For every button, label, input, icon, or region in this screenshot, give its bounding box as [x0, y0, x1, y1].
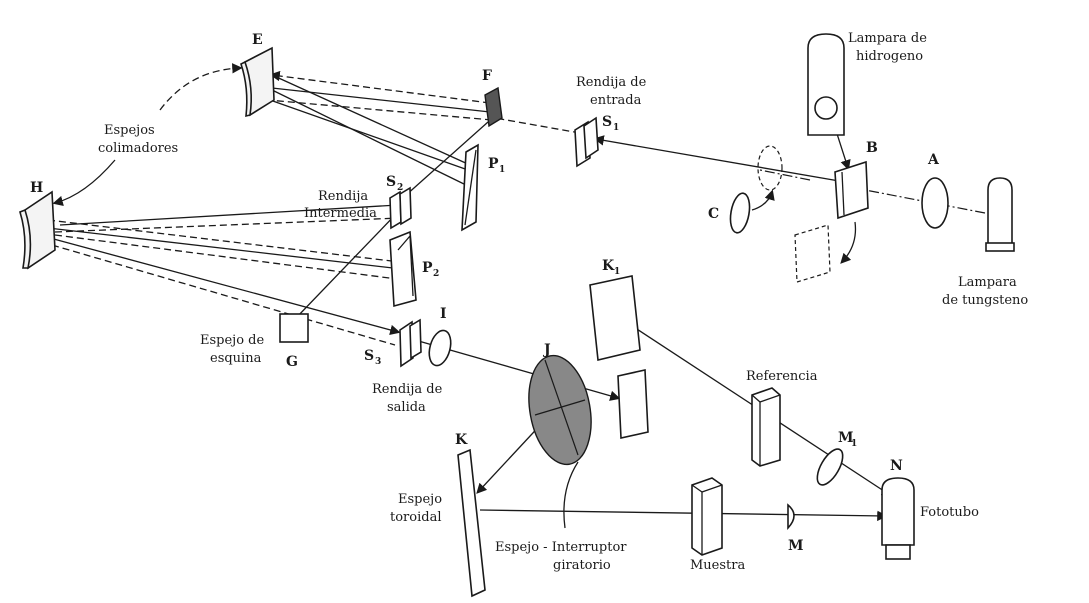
lens-a — [922, 178, 948, 228]
ray-s1-to-f — [495, 118, 580, 133]
reference-cell — [752, 388, 780, 466]
ray-h-to-p2-2 — [48, 228, 410, 270]
slit-s3 — [400, 320, 421, 366]
slit-s2 — [390, 188, 411, 228]
label-collimators-1: Espejos — [104, 123, 155, 138]
letter-s3-sub: 3 — [375, 357, 381, 367]
label-toroidal-mirror-1: Espejo — [398, 492, 442, 507]
label-chopper-2: giratorio — [553, 558, 611, 573]
label-intermediate-slit-1: Rendija — [318, 189, 368, 204]
light-paths — [48, 75, 985, 516]
ray-h-to-p2-3 — [55, 235, 405, 280]
ray-s2-to-g — [296, 212, 398, 318]
lens-c-rotation-arrow — [752, 192, 772, 210]
letter-c: C — [708, 206, 719, 222]
label-hydrogen-lamp-1: Lampara de — [848, 31, 927, 46]
tungsten-lamp — [986, 178, 1014, 251]
mirror-b-ghost — [795, 225, 830, 282]
mirror-k1 — [590, 276, 648, 438]
lens-m — [788, 505, 794, 528]
letter-f: F — [482, 68, 492, 84]
label-tungsten-lamp-2: de tungsteno — [942, 293, 1028, 308]
label-exit-slit-1: Rendija de — [372, 382, 443, 397]
label-intermediate-slit-2: Intermedia — [304, 206, 377, 221]
letter-a: A — [927, 152, 940, 168]
letter-s2: S — [386, 174, 396, 190]
letter-s2-sub: 2 — [397, 183, 403, 193]
mirror-e — [241, 48, 274, 116]
letter-k1-sub: 1 — [614, 267, 620, 277]
pointer-to-h — [55, 160, 115, 203]
pointer-to-e — [160, 68, 240, 110]
label-tungsten-lamp-1: Lampara — [958, 275, 1017, 290]
ray-k-to-phototube — [480, 510, 885, 516]
letter-p2-sub: 2 — [433, 269, 439, 279]
slit-s1 — [575, 118, 598, 166]
mirror-f — [485, 88, 502, 126]
label-phototube: Fototubo — [920, 505, 979, 520]
letter-k: K — [455, 432, 468, 448]
letter-m1-sub: 1 — [851, 439, 857, 449]
label-corner-mirror-2: esquina — [210, 351, 262, 366]
ray-f-to-e-3 — [268, 100, 492, 120]
letter-j: J — [542, 342, 551, 358]
label-hydrogen-lamp-2: hidrogeno — [856, 49, 923, 64]
letter-b: B — [866, 140, 878, 156]
label-sample: Muestra — [690, 558, 745, 573]
ray-h-to-s3-2 — [52, 245, 395, 345]
ray-b-to-s1 — [596, 139, 845, 182]
phototube-n — [882, 478, 914, 559]
toroidal-mirror-k — [458, 450, 485, 596]
label-collimators-2: colimadores — [98, 141, 178, 156]
label-toroidal-mirror-2: toroidal — [390, 510, 441, 525]
letter-p2: P — [422, 260, 433, 276]
mirror-h — [20, 192, 55, 268]
ray-e-to-p1-1 — [272, 75, 470, 165]
letter-h: H — [30, 180, 43, 196]
lens-c — [728, 192, 753, 235]
ray-f-to-e-1 — [272, 75, 490, 103]
sample-cell — [692, 478, 722, 555]
ray-h-to-s3-1 — [50, 238, 398, 332]
lens-m1 — [812, 445, 848, 489]
letter-s1: S — [602, 114, 612, 130]
letter-m: M — [788, 538, 804, 554]
label-chopper-1: Espejo - Interruptor — [495, 540, 627, 555]
letter-s1-sub: 1 — [613, 123, 619, 133]
ray-f-to-e-2 — [272, 88, 490, 112]
letter-p1-sub: 1 — [499, 165, 505, 175]
corner-mirror-g — [280, 314, 308, 342]
lens-i — [426, 328, 455, 368]
mirror-b — [835, 162, 868, 218]
label-corner-mirror-1: Espejo de — [200, 333, 264, 348]
letter-i: I — [440, 306, 447, 322]
label-exit-slit-2: salida — [387, 400, 426, 415]
ray-e-to-p1-3 — [270, 100, 468, 170]
mirror-b-rotation-arrow — [842, 222, 855, 262]
label-entrance-slit-2: entrada — [590, 93, 642, 108]
letter-s3: S — [364, 348, 374, 364]
letter-g: G — [286, 354, 298, 370]
pointer-to-j — [564, 462, 578, 528]
hydrogen-lamp — [808, 34, 844, 135]
chopper-mirror-j — [521, 351, 599, 470]
letter-p1: P — [488, 156, 499, 172]
ray-e-to-p1-2 — [268, 88, 466, 185]
label-entrance-slit-1: Rendija de — [576, 75, 647, 90]
letter-n: N — [890, 458, 903, 474]
letter-e: E — [252, 32, 263, 48]
label-reference: Referencia — [746, 369, 818, 384]
